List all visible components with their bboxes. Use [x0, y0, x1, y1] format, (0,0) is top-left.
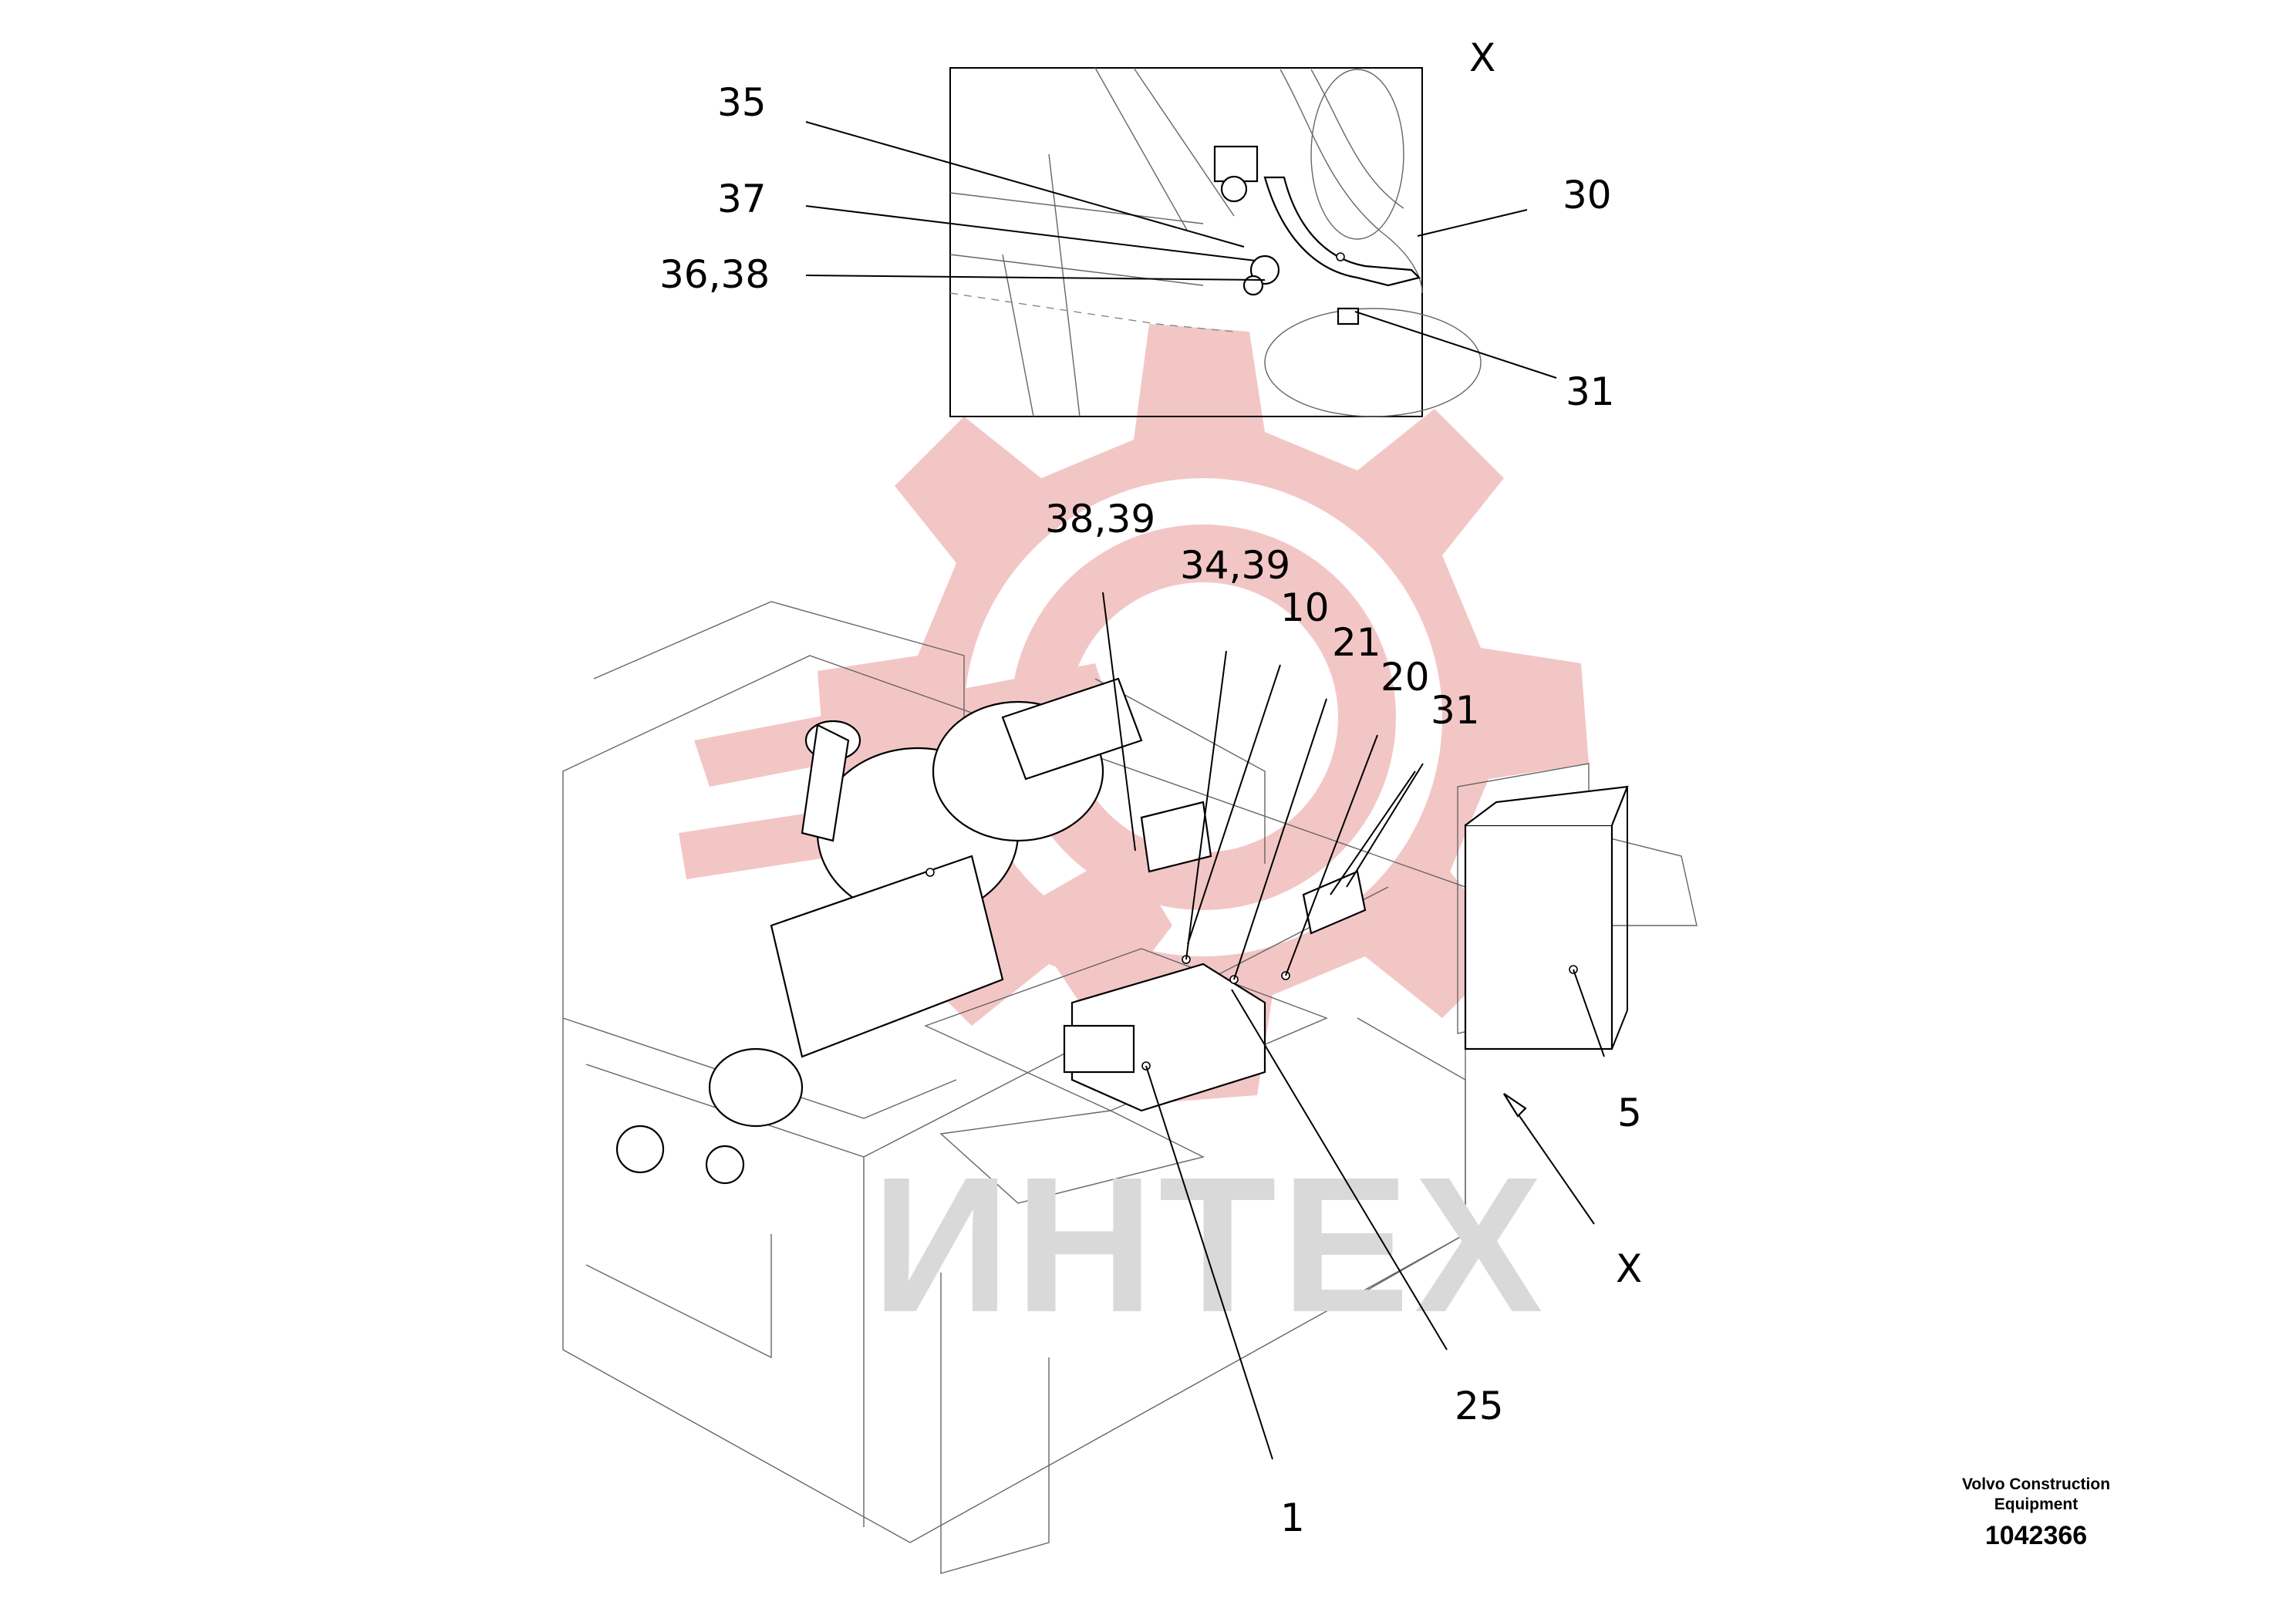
callout-38-39: 38,39: [1045, 497, 1155, 541]
callout-25: 25: [1455, 1384, 1504, 1428]
callout-36-38: 36,38: [659, 252, 770, 297]
callout-31-detail: 31: [1566, 369, 1615, 414]
callout-20: 20: [1381, 655, 1430, 700]
callout-10: 10: [1280, 585, 1330, 630]
watermark-text: ИНТЕХ: [872, 1137, 1547, 1352]
brand-name: Volvo Construction Equipment: [1961, 1475, 2111, 1513]
leader-lines: [805, 121, 1605, 1460]
view-arrow-label: X: [1616, 1246, 1642, 1291]
engine-frame-assembly: [562, 601, 1698, 1574]
detail-view-label: X: [1469, 35, 1495, 80]
document-number: 1042366: [1984, 1521, 2088, 1550]
callout-5: 5: [1617, 1091, 1642, 1135]
callout-30: 30: [1563, 173, 1612, 218]
callout-31: 31: [1431, 688, 1480, 733]
callout-37: 37: [717, 177, 767, 221]
callout-21: 21: [1332, 620, 1381, 665]
callout-34-39: 34,39: [1180, 543, 1290, 588]
callout-1: 1: [1280, 1496, 1305, 1540]
detail-view-x: [949, 67, 1482, 417]
callout-35: 35: [717, 80, 767, 125]
